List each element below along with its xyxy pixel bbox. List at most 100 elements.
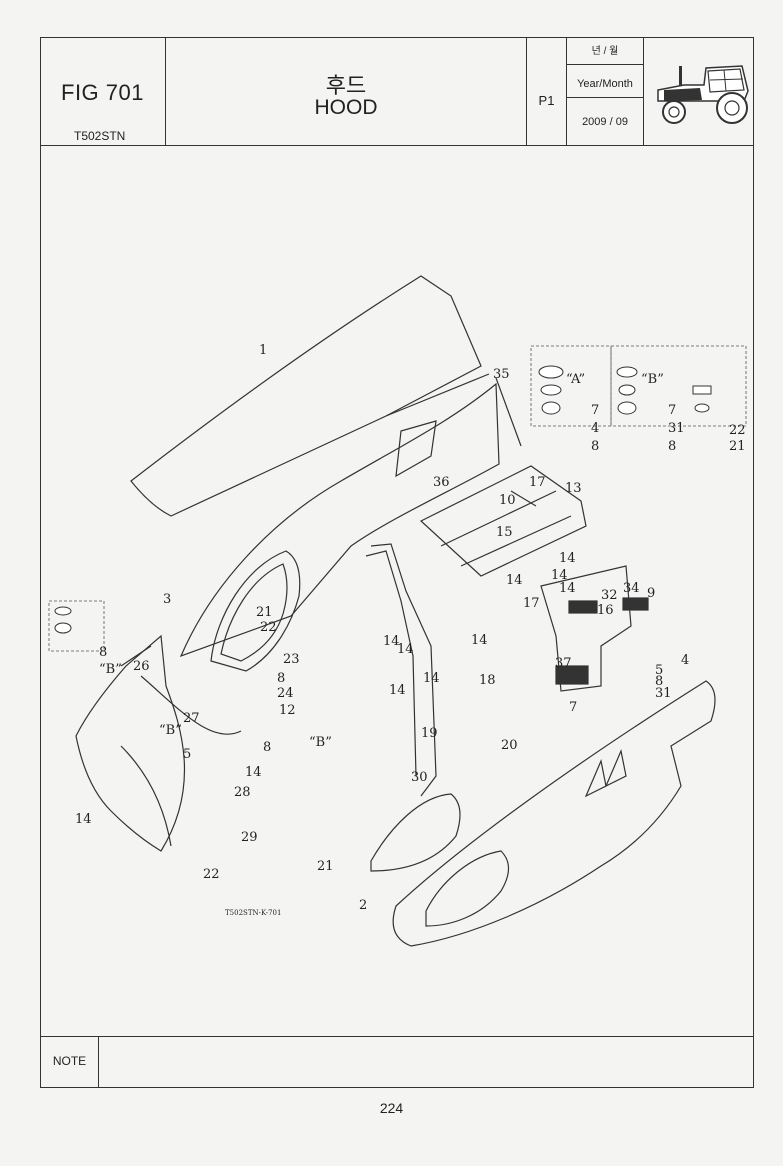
callout-label: 9 (647, 586, 655, 601)
title-english: HOOD (314, 96, 378, 119)
clip-icon (692, 385, 712, 395)
tractor-icon (657, 65, 749, 124)
callout-label: 14 (559, 581, 576, 596)
title-cell: 후드 HOOD (166, 38, 527, 146)
callout-label: 2 (359, 898, 367, 913)
callout-label: 17 (529, 475, 546, 490)
washer-icon (616, 366, 638, 378)
drawing-code: T502STN-K-701 (225, 909, 281, 917)
callout-label: 13 (565, 481, 582, 496)
callout-label: 8 (263, 740, 271, 755)
tractor-icon-cell (644, 38, 755, 146)
page-code: P1 (538, 93, 555, 108)
support-frame-upper (419, 465, 587, 577)
washer-icon (538, 365, 564, 379)
callout-label: 21 (729, 439, 746, 454)
callout-label: 24 (277, 686, 294, 701)
callout-label: 26 (133, 659, 150, 674)
callout-label: 1 (259, 343, 267, 358)
callout-label: 14 (471, 633, 488, 648)
callout-label: 32 (601, 588, 618, 603)
title-korean: 후드 (325, 73, 367, 98)
drawing-frame: FIG 701 T502STN 후드 HOOD P1 년 / 월 Year/Mo… (40, 37, 754, 1088)
callout-label: 7 (668, 403, 676, 418)
washer-icon (540, 384, 562, 396)
callout-label: 14 (245, 765, 262, 780)
callout-label: 8 (277, 671, 285, 686)
date-label-korean: 년 / 월 (567, 38, 643, 65)
callout-label: 30 (411, 770, 428, 785)
callout-label: 21 (317, 859, 334, 874)
callout-label: 14 (423, 671, 440, 686)
date-cell: 년 / 월 Year/Month 2009 / 09 (567, 38, 644, 146)
detail-b-box (610, 345, 747, 427)
fig-cell: FIG 701 T502STN (41, 38, 166, 146)
callout-label: 18 (479, 673, 496, 688)
washer-icon (618, 384, 636, 396)
callout-label: 14 (389, 683, 406, 698)
callout-label: 35 (493, 367, 510, 382)
callout-label: 14 (397, 642, 414, 657)
callout-label: “B” (159, 723, 182, 738)
callout-label: 14 (551, 568, 568, 583)
callout-label: 8 (99, 645, 107, 660)
callout-label: 34 (623, 581, 640, 596)
washer-icon (54, 606, 72, 616)
callout-label: 19 (421, 726, 438, 741)
nut-icon (617, 401, 637, 415)
page-number: 224 (379, 1100, 404, 1116)
callout-label: 36 (433, 475, 450, 490)
note-row: NOTE (41, 1036, 753, 1087)
callout-label: 31 (655, 686, 672, 701)
callout-label: 10 (499, 493, 516, 508)
callout-label: 14 (383, 634, 400, 649)
callout-label: 20 (501, 738, 518, 753)
washer-icon (694, 403, 710, 413)
callout-label: 29 (241, 830, 258, 845)
callout-label: 4 (591, 421, 599, 436)
callout-label: 7 (591, 403, 599, 418)
hood-left-side-panel (179, 382, 500, 658)
right-headlight-opening (425, 850, 510, 927)
hood-top-panel (130, 275, 482, 517)
support-frame-middle (370, 543, 437, 797)
callout-label: “B” (309, 735, 332, 750)
callout-label: 5 (655, 663, 663, 678)
callout-label: 28 (234, 785, 251, 800)
callout-label: 14 (75, 812, 92, 827)
callout-label: 15 (496, 525, 513, 540)
callout-label: 7 (569, 700, 577, 715)
title-block: FIG 701 T502STN 후드 HOOD P1 년 / 월 Year/Mo… (41, 38, 753, 146)
callout-label: 27 (183, 711, 200, 726)
hood-right-side-panel (392, 680, 716, 947)
detail-b-label: “B” (641, 372, 664, 387)
callout-label: 5 (183, 747, 191, 762)
callout-label: 4 (681, 653, 689, 668)
detail-a-label: “A” (566, 372, 585, 387)
callout-label: “B” (99, 662, 122, 677)
callout-label: 23 (283, 652, 300, 667)
nut-icon (54, 622, 72, 634)
callout-label: 3 (163, 592, 171, 607)
side-bracket-panel (540, 565, 632, 692)
callout-label: 8 (655, 674, 663, 689)
callout-label: 37 (555, 656, 572, 671)
callout-label: 22 (729, 423, 746, 438)
date-label-english: Year/Month (567, 71, 643, 98)
callout-label: 12 (279, 703, 296, 718)
hood-exploded-diagram: 1 35 7 4 8 7 31 22 8 21 36 17 13 10 15 1… (48, 275, 747, 947)
callout-label: 17 (523, 596, 540, 611)
callout-label: 21 (256, 605, 273, 620)
callout-label: 14 (559, 551, 576, 566)
figure-number: FIG 701 (61, 80, 144, 105)
page-code-cell: P1 (527, 38, 567, 146)
left-grille-frame (210, 550, 301, 672)
callout-label: 8 (668, 439, 676, 454)
front-grille (75, 634, 186, 852)
model-code: T502STN (74, 129, 126, 143)
callout-label: 8 (591, 439, 599, 454)
callout-label: 22 (260, 620, 277, 635)
callout-label: 22 (203, 867, 220, 882)
note-label: NOTE (41, 1037, 99, 1087)
detail-b-left-box (48, 600, 105, 652)
